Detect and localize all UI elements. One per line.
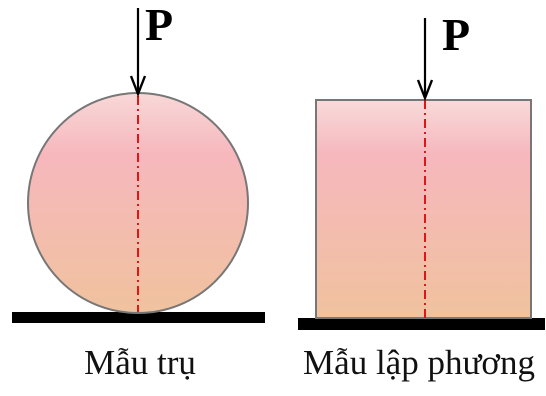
right-load-arrow-head xyxy=(416,79,434,102)
right-load-label: P xyxy=(442,9,470,60)
left-load-label: P xyxy=(145,0,173,50)
left-load-arrow-head xyxy=(129,75,147,98)
cube-specimen: P xyxy=(298,9,545,330)
cube-caption: Mẫu lập phương xyxy=(303,343,535,382)
cylinder-specimen: P xyxy=(12,0,265,323)
right-support-base xyxy=(298,318,545,330)
left-support-base xyxy=(12,312,265,323)
cylinder-caption: Mẫu trụ xyxy=(84,343,196,382)
cube-cross-section xyxy=(315,99,532,319)
